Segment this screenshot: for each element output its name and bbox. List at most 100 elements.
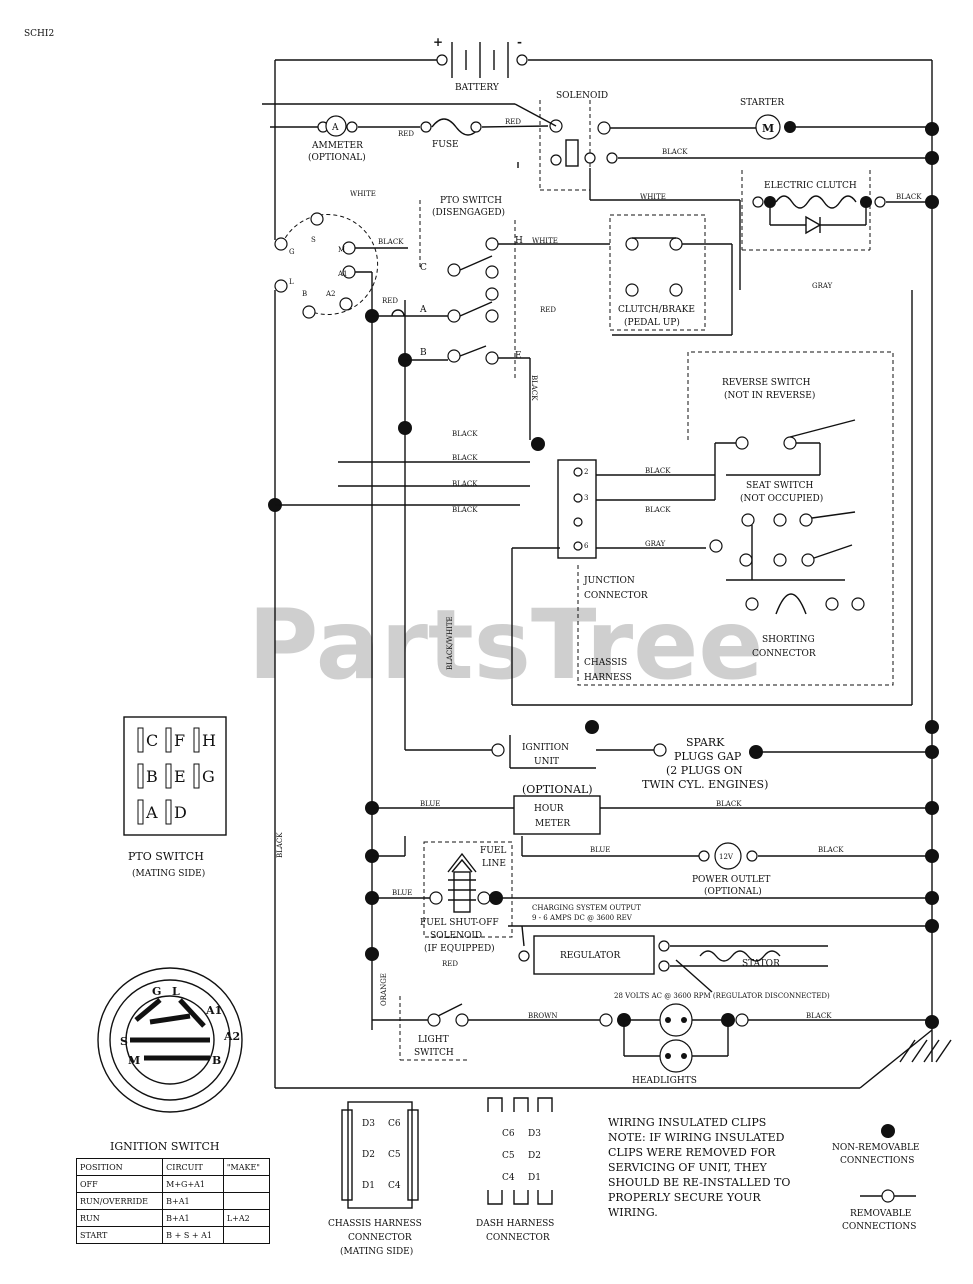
shorting-connector-sub: CONNECTOR bbox=[752, 649, 816, 659]
note-line-1: WIRING INSULATED CLIPS bbox=[608, 1116, 766, 1129]
fuel-line-label: FUEL bbox=[480, 846, 506, 856]
light-switch-sub: SWITCH bbox=[414, 1048, 454, 1058]
svg-text:D1: D1 bbox=[528, 1173, 541, 1183]
junction-connector-label: JUNCTION bbox=[583, 576, 635, 586]
power-outlet-icon bbox=[714, 842, 742, 870]
fuel-line-sub: LINE bbox=[482, 859, 506, 869]
svg-text:C6: C6 bbox=[388, 1119, 401, 1129]
pto-switch-sub: (DISENGAGED) bbox=[432, 207, 505, 218]
light-switch: ORANGE LIGHT SWITCH BROWN bbox=[365, 947, 600, 1061]
regulator-label: REGULATOR bbox=[560, 951, 620, 961]
charging-output-sub: 9 - 6 AMPS DC @ 3600 REV bbox=[532, 914, 633, 922]
pto-pin-label: F bbox=[174, 731, 185, 750]
black-wire-bundle: BLACK BLACK BLACK BLACK bbox=[338, 430, 530, 514]
table-cell: B + S + A1 bbox=[162, 1226, 224, 1244]
dash-harness-connector: C6 D3 C5 D2 C4 D1 DASH HARNESS CONNECTOR bbox=[476, 1097, 554, 1243]
pto-pin-slot bbox=[137, 763, 144, 789]
wire-red-1: RED bbox=[398, 130, 414, 138]
junction-connector: 2 3 6 bbox=[557, 459, 597, 559]
svg-text:A2: A2 bbox=[223, 1030, 240, 1043]
svg-text:C5: C5 bbox=[502, 1151, 515, 1161]
shorting-connector-label: SHORTING bbox=[762, 635, 815, 645]
power-outlet-label: POWER OUTLET bbox=[692, 875, 770, 885]
chassis-harness-sub: HARNESS bbox=[584, 673, 632, 683]
svg-text:2: 2 bbox=[584, 468, 588, 476]
table-cell bbox=[222, 1175, 271, 1193]
headlights-label: HEADLIGHTS bbox=[632, 1076, 697, 1086]
fuel-solenoid-line-2: SOLENOID bbox=[430, 931, 482, 941]
chassis-harness-label: CHASSIS bbox=[584, 658, 627, 668]
table-cell bbox=[222, 1226, 271, 1244]
pto-mating-sub: (MATING SIDE) bbox=[132, 868, 205, 879]
reverse-switch-label: REVERSE SWITCH bbox=[722, 378, 811, 388]
spark-plugs-line-2: PLUGS GAP bbox=[674, 750, 742, 763]
wire-white-clutch: WHITE bbox=[640, 193, 666, 201]
svg-text:M: M bbox=[338, 246, 345, 254]
pto-switch: PTO SWITCH (DISENGAGED) H C A B E bbox=[419, 196, 523, 380]
dash-connector-line-1: DASH HARNESS bbox=[476, 1219, 554, 1229]
svg-text:C5: C5 bbox=[388, 1150, 401, 1160]
pto-pin-label: C bbox=[146, 731, 158, 750]
starter-motor-icon bbox=[755, 114, 781, 140]
clutch-brake-sub: (PEDAL UP) bbox=[624, 317, 680, 328]
header-circuit: CIRCUIT bbox=[162, 1158, 224, 1176]
solenoid-label: SOLENOID bbox=[556, 91, 608, 101]
fuel-shutoff-solenoid: FUEL LINE BLUE FUEL SHUT-OFF SOLENOID (I… bbox=[365, 841, 939, 968]
svg-text:M: M bbox=[762, 122, 774, 135]
wire-black-clutch: BLACK bbox=[896, 193, 922, 201]
electric-clutch-label: ELECTRIC CLUTCH bbox=[764, 181, 857, 191]
wire-white-ign: WHITE bbox=[350, 190, 376, 198]
svg-text:B: B bbox=[212, 1054, 221, 1067]
pto-pin-label: D bbox=[174, 803, 187, 822]
table-cell: M+G+A1 bbox=[162, 1175, 224, 1193]
pto-pin-label: G bbox=[202, 767, 215, 786]
fuel-solenoid-line-1: FUEL SHUT-OFF bbox=[420, 918, 499, 928]
wire-black-top: BLACK bbox=[662, 148, 688, 156]
note-line-3: CLIPS WERE REMOVED FOR bbox=[608, 1146, 776, 1159]
wire-white-h: WHITE bbox=[532, 237, 558, 245]
clutch-brake-label: CLUTCH/BRAKE bbox=[618, 305, 695, 315]
removable-connection-icon bbox=[881, 1189, 895, 1203]
charging-output-label: CHARGING SYSTEM OUTPUT bbox=[532, 904, 641, 912]
hour-meter-optional: (OPTIONAL) bbox=[522, 783, 593, 796]
light-switch-label: LIGHT bbox=[418, 1035, 449, 1045]
wire-black-pto: BLACK bbox=[530, 375, 538, 401]
svg-text:BLACK: BLACK bbox=[806, 1012, 832, 1020]
reverse-switch-sub: (NOT IN REVERSE) bbox=[724, 390, 815, 401]
svg-text:A2: A2 bbox=[325, 290, 336, 298]
svg-text:BLACK: BLACK bbox=[645, 506, 671, 514]
table-cell: L+A2 bbox=[222, 1209, 271, 1227]
wire-red-pto: RED bbox=[540, 306, 556, 314]
ignition-unit: IGNITION UNIT SPARK PLUGS GAP (2 PLUGS O… bbox=[491, 720, 939, 791]
svg-text:H: H bbox=[515, 236, 523, 246]
table-cell: RUN/OVERRIDE bbox=[75, 1192, 164, 1210]
pto-pin-label: B bbox=[146, 767, 158, 786]
legend-removable-2: CONNECTIONS bbox=[842, 1222, 916, 1232]
ammeter-icon bbox=[325, 115, 347, 137]
wire-gray: GRAY bbox=[812, 282, 833, 290]
battery-plus: + bbox=[433, 35, 443, 49]
table-cell: OFF bbox=[75, 1175, 164, 1193]
svg-text:3: 3 bbox=[584, 494, 588, 502]
stator-label: STATOR bbox=[742, 959, 780, 969]
battery: + - BATTERY bbox=[433, 35, 528, 93]
legend: NON-REMOVABLE CONNECTIONS REMOVABLE CONN… bbox=[832, 1124, 920, 1232]
hour-meter-sub: METER bbox=[535, 819, 570, 829]
ignition-unit-sub: UNIT bbox=[534, 757, 559, 767]
headlight-icon-2 bbox=[659, 1039, 693, 1073]
svg-text:BLACK: BLACK bbox=[645, 467, 671, 475]
svg-text:BLUE: BLUE bbox=[590, 846, 610, 854]
svg-text:G: G bbox=[289, 248, 295, 256]
chassis-harness-connector: D3 C6 D2 C5 D1 C4 CHASSIS HARNESS CONNEC… bbox=[328, 1101, 422, 1257]
svg-text:C4: C4 bbox=[502, 1173, 515, 1183]
seat-switch-label: SEAT SWITCH bbox=[746, 481, 813, 491]
svg-text:BLACK: BLACK bbox=[452, 430, 478, 438]
ignition-switch-schematic: S M A1 A2 L G B bbox=[274, 212, 379, 319]
svg-text:GRAY: GRAY bbox=[645, 540, 666, 548]
pto-pin-slot bbox=[137, 799, 144, 825]
fuse-label: FUSE bbox=[432, 140, 459, 150]
svg-text:BLUE: BLUE bbox=[392, 889, 412, 897]
